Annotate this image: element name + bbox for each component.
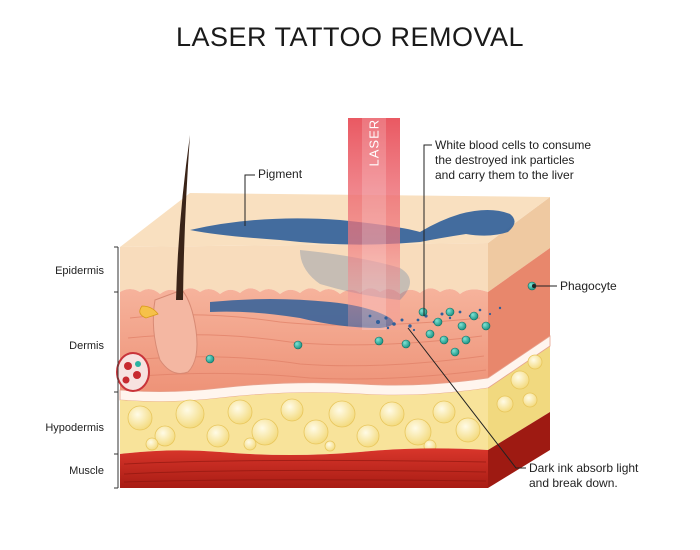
callout-leaders	[244, 144, 557, 469]
layer-label-muscle: Muscle	[69, 465, 104, 477]
hair-follicle	[152, 289, 198, 374]
blood-vessel	[116, 352, 150, 392]
layer-label-hypodermis: Hypodermis	[45, 422, 104, 434]
fat-cells	[127, 354, 543, 453]
laser-label: LASER	[366, 118, 382, 167]
pigment-label: Pigment	[258, 167, 303, 181]
hair-shaft	[176, 135, 190, 300]
laser-beam	[348, 118, 400, 330]
muscle-layer	[120, 448, 488, 488]
white-blood-cells-label: White blood cells to consume the destroy…	[435, 138, 592, 182]
phagocyte-leader-dot	[532, 284, 536, 288]
muscle-fibers	[123, 459, 487, 483]
side-dermis	[488, 248, 550, 378]
dark-ink-label: Dark ink absorb light and break down.	[529, 461, 639, 490]
laser-beam-core	[362, 118, 386, 330]
sebaceous-gland	[139, 305, 159, 319]
blood-cells	[122, 361, 141, 384]
pigment-leader	[244, 174, 255, 226]
dark-ink-leader	[407, 327, 526, 469]
wbc-leader	[423, 144, 432, 316]
side-epidermis	[488, 197, 550, 292]
layer-label-epidermis: Epidermis	[55, 265, 104, 277]
pigment-ink-band	[210, 299, 394, 328]
phagocyte-label: Phagocyte	[560, 279, 617, 293]
phagocytes	[205, 281, 537, 364]
diagram-title: LASER TATTOO REMOVAL	[175, 22, 525, 52]
layer-label-dermis: Dermis	[69, 340, 104, 352]
side-muscle	[488, 412, 550, 488]
layer-bracket	[114, 246, 119, 489]
side-hypodermis	[488, 346, 550, 450]
